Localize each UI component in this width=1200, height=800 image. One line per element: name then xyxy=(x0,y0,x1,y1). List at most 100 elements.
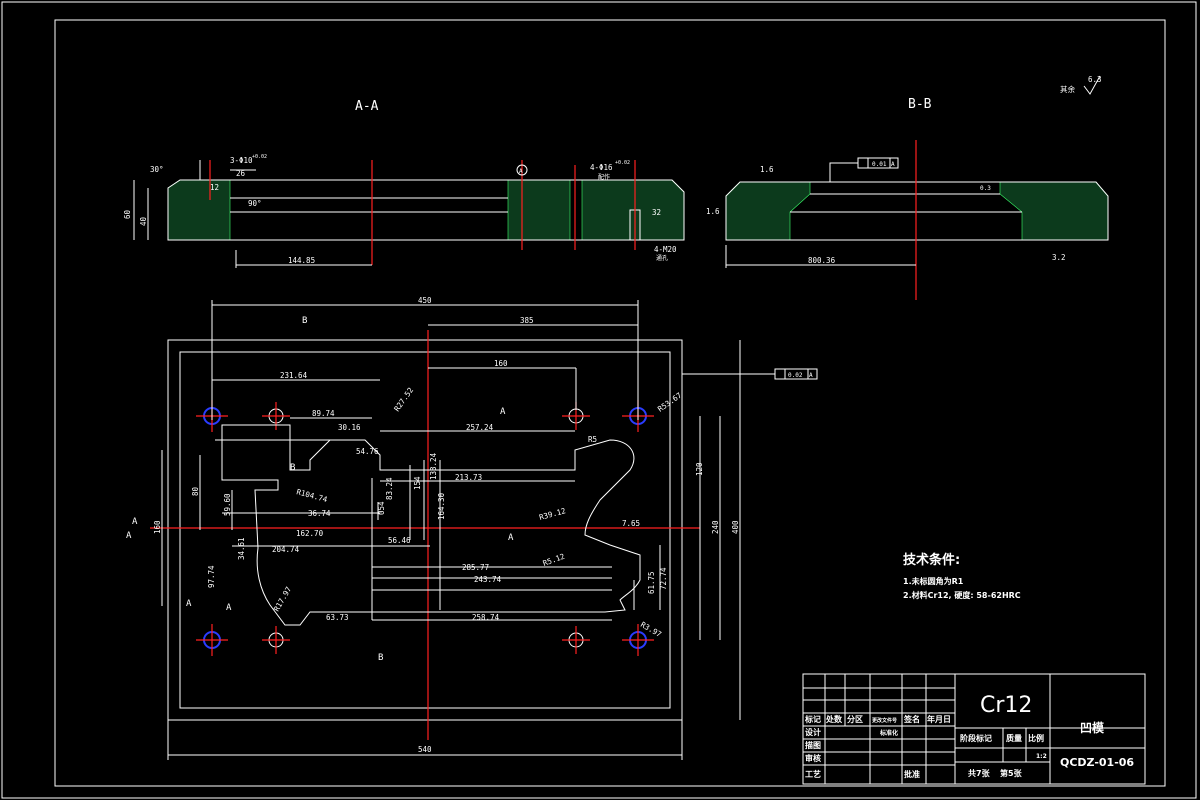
section-bb: B-B 0.01 A 1.6 1.6 3.2 0.3 800.36 xyxy=(706,97,1109,300)
hatch-bb-left xyxy=(725,181,811,241)
svg-text:160: 160 xyxy=(494,359,508,368)
svg-text:R27.52: R27.52 xyxy=(392,386,415,413)
svg-text:1:2: 1:2 xyxy=(1036,753,1047,760)
title-block-frame xyxy=(802,673,1146,785)
svg-text:61.75: 61.75 xyxy=(647,571,656,594)
svg-text:共7张: 共7张 xyxy=(968,768,991,778)
hatch-left xyxy=(167,179,231,241)
svg-text:80: 80 xyxy=(191,486,200,496)
svg-text:164.30: 164.30 xyxy=(437,492,446,520)
svg-text:133.24: 133.24 xyxy=(429,452,438,480)
svg-text:A: A xyxy=(809,372,813,379)
svg-text:批准: 批准 xyxy=(904,769,920,779)
svg-text:质量: 质量 xyxy=(1006,733,1022,743)
plate-outline xyxy=(167,339,683,721)
svg-text:R5.12: R5.12 xyxy=(542,552,566,568)
svg-text:标准化: 标准化 xyxy=(879,729,898,737)
svg-text:243.74: 243.74 xyxy=(474,575,502,584)
view-title-bb: B-B xyxy=(908,97,932,112)
svg-text:A: A xyxy=(126,531,132,541)
aa-outline xyxy=(167,179,685,241)
hatch-mid xyxy=(507,179,571,241)
svg-text:审核: 审核 xyxy=(805,753,821,763)
svg-text:240: 240 xyxy=(711,520,720,534)
cavity-outline xyxy=(221,424,641,626)
svg-text:7.65: 7.65 xyxy=(622,519,640,528)
svg-text:更改文件号: 更改文件号 xyxy=(872,717,897,724)
hatch-bb-right xyxy=(999,181,1109,241)
svg-text:分区: 分区 xyxy=(847,714,863,724)
svg-text:通孔: 通孔 xyxy=(656,254,668,262)
svg-text:3-Φ10: 3-Φ10 xyxy=(230,156,253,165)
svg-text:A: A xyxy=(519,168,523,175)
svg-text:0.3: 0.3 xyxy=(980,185,991,192)
svg-text:162.70: 162.70 xyxy=(296,529,324,538)
svg-text:89.74: 89.74 xyxy=(312,409,335,418)
svg-text:1.6: 1.6 xyxy=(706,207,720,216)
svg-text:213.73: 213.73 xyxy=(455,473,482,482)
svg-text:160: 160 xyxy=(153,520,162,534)
svg-text:26: 26 xyxy=(236,169,246,178)
notes-title: 技术条件: xyxy=(903,552,960,568)
svg-text:800.36: 800.36 xyxy=(808,256,836,265)
svg-text:4-Φ16: 4-Φ16 xyxy=(590,163,613,172)
title-block: Cr12 凹模 QCDZ-01-06 标记 处数 分区 更改文件号 签名 年月日… xyxy=(802,673,1146,785)
svg-text:比例: 比例 xyxy=(1028,733,1044,743)
svg-text:56.46: 56.46 xyxy=(388,536,411,545)
svg-text:231.64: 231.64 xyxy=(280,371,308,380)
svg-text:3.2: 3.2 xyxy=(1052,253,1066,262)
svg-text:B: B xyxy=(302,316,307,326)
finish-value: 6.3 xyxy=(1088,75,1102,84)
svg-text:A: A xyxy=(508,533,514,543)
svg-text:400: 400 xyxy=(731,520,740,534)
view-title-aa: A-A xyxy=(355,99,379,114)
svg-text:A: A xyxy=(132,517,138,527)
drawing-number: QCDZ-01-06 xyxy=(1060,756,1134,769)
svg-text:144.85: 144.85 xyxy=(288,256,315,265)
svg-text:204.74: 204.74 xyxy=(272,545,300,554)
svg-text:40: 40 xyxy=(139,216,148,226)
svg-text:12: 12 xyxy=(210,183,219,192)
datum-a-symbol xyxy=(516,164,528,176)
svg-text:工艺: 工艺 xyxy=(805,769,821,779)
plate-inner xyxy=(179,351,671,709)
bb-outline xyxy=(725,181,1109,241)
svg-text:30°: 30° xyxy=(150,165,164,174)
svg-text:B: B xyxy=(290,463,295,473)
svg-text:+0.02: +0.02 xyxy=(252,154,267,160)
svg-text:1.6: 1.6 xyxy=(760,165,774,174)
svg-text:R17.97: R17.97 xyxy=(272,585,293,613)
svg-text:标记: 标记 xyxy=(804,714,821,724)
svg-text:450: 450 xyxy=(418,296,432,305)
svg-text:540: 540 xyxy=(418,745,432,754)
svg-text:285.77: 285.77 xyxy=(462,563,489,572)
svg-text:处数: 处数 xyxy=(825,714,843,724)
hole-group xyxy=(196,400,654,656)
svg-text:83.24: 83.24 xyxy=(385,477,394,500)
svg-text:A: A xyxy=(500,407,506,417)
notes-line2: 2.材料Cr12, 硬度: 58-62HRC xyxy=(903,590,1021,600)
svg-text:32: 32 xyxy=(652,208,661,217)
section-aa: A-A 30° 3-Φ10 +0.02 26 12 90° 60 40 144.… xyxy=(123,99,685,268)
svg-text:R104.74: R104.74 xyxy=(295,487,328,504)
svg-text:R3.97: R3.97 xyxy=(639,620,663,639)
part-name: 凹模 xyxy=(1080,720,1105,735)
svg-text:54.76: 54.76 xyxy=(356,447,379,456)
svg-text:60: 60 xyxy=(123,209,132,219)
svg-text:R39.12: R39.12 xyxy=(538,506,566,522)
notes-line1: 1.未标圆角为R1 xyxy=(903,576,964,586)
svg-text:72.74: 72.74 xyxy=(659,567,668,590)
svg-text:+0.02: +0.02 xyxy=(615,160,630,166)
svg-text:A: A xyxy=(891,161,895,168)
svg-text:A: A xyxy=(186,599,192,609)
svg-text:63.73: 63.73 xyxy=(326,613,349,622)
svg-text:154: 154 xyxy=(413,476,422,490)
svg-text:A: A xyxy=(226,603,232,613)
svg-text:36.74: 36.74 xyxy=(308,509,331,518)
finish-label: 其余 xyxy=(1060,84,1076,94)
material-name: Cr12 xyxy=(980,693,1032,718)
svg-text:年月日: 年月日 xyxy=(927,714,951,724)
svg-text:0.01: 0.01 xyxy=(872,161,887,168)
plan-view: 0.02 A B B B A A A A A A 450 385 160 231… xyxy=(126,296,818,760)
